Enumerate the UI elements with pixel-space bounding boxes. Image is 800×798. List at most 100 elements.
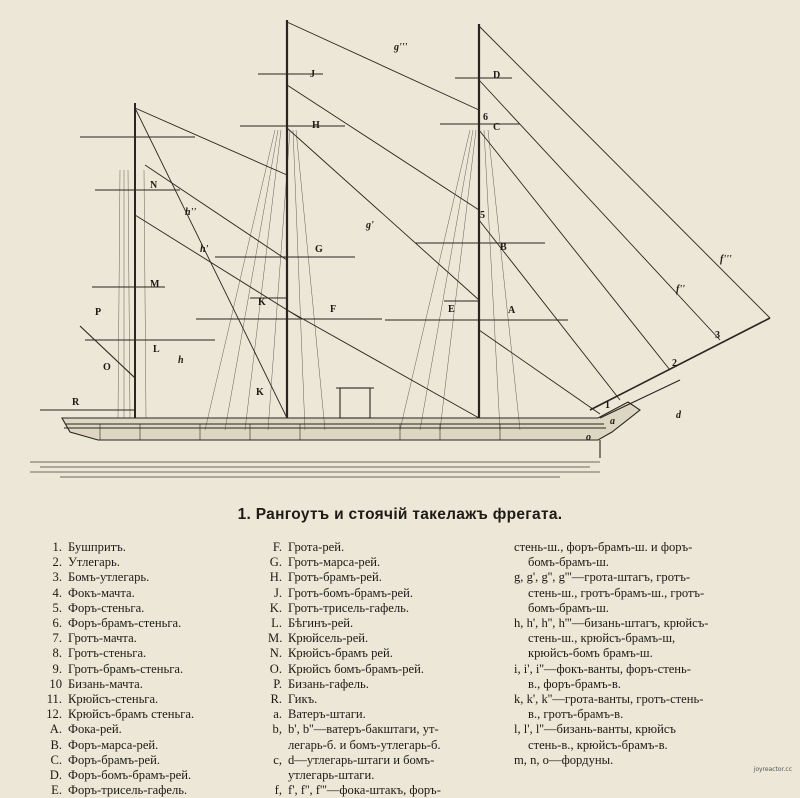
legend-text: Гротъ-брамъ-стеньга. <box>68 661 184 676</box>
legend-item: 12. Крюйсъ-брамъ стеньга. <box>34 707 264 722</box>
legend-text-continuation: легарь-б. и бомъ-утлегарь-б. <box>288 737 441 752</box>
fig-label-P: P <box>95 307 101 318</box>
legend-item: R. Гикъ. <box>268 692 523 707</box>
legend-text: d—утлегарь-штаги и бомъ- <box>288 752 435 767</box>
legend-key: 4. <box>52 585 62 600</box>
legend-text: Крюйсъ бомъ-брамъ-рей. <box>288 661 424 676</box>
legend-text: Бизань-гафель. <box>288 676 369 691</box>
legend-item: B. Форъ-марса-рей. <box>34 738 264 753</box>
legend-key: J. <box>273 585 282 600</box>
fig-label-B: B <box>500 242 507 253</box>
legend-column-3: стень-ш., форъ-брамъ-ш. и форъ-бомъ-брам… <box>514 540 786 768</box>
legend-key: 1. <box>52 540 62 554</box>
legend-item: H.Гротъ-брамъ-рей. <box>268 570 523 585</box>
legend-text: стень-ш., форъ-брамъ-ш. и форъ- <box>514 540 693 554</box>
legend-text: Форъ-трисель-гафель. <box>68 783 188 798</box>
legend-text: Гротъ-марса-рей. <box>288 555 381 570</box>
fig-label-o: o <box>586 432 591 443</box>
legend-item: P.Бизань-гафель. <box>268 677 523 692</box>
ship-hull <box>61 317 771 458</box>
legend-item: i, i', i''—фокъ-ванты, форъ-стень- <box>514 662 786 677</box>
legend-item: 6.Форъ-брамъ-стеньга. <box>34 616 264 631</box>
fig-label-N: N <box>150 180 158 191</box>
legend-key: c, <box>273 752 282 767</box>
stays <box>134 21 771 419</box>
fig-label-5: 5 <box>480 210 485 221</box>
fig-label-1: 1 <box>605 400 610 411</box>
fig-label-F: F <box>330 304 336 315</box>
legend-column-2: F. Грота-рей. G. Гротъ-марса-рей.H.Гротъ-бр… <box>268 540 523 798</box>
legend-key: C. <box>50 752 62 767</box>
legend-text: Бѣгинъ-рей. <box>288 616 354 631</box>
legend-key: b, <box>272 722 282 737</box>
legend-key: f, <box>274 783 282 798</box>
legend-key: R. <box>270 692 282 707</box>
legend-key: a. <box>273 707 282 722</box>
legend-text: h, h', h'', h'''—бизань-штагъ, крюйсъ- <box>514 616 709 631</box>
fig-label-f3: f''' <box>720 254 732 265</box>
fig-label-6: 6 <box>483 112 488 123</box>
legend-item: 4.Фокъ-мачта. <box>34 586 264 601</box>
main-mast <box>196 20 382 431</box>
legend-key: H. <box>269 570 282 585</box>
legend-text: i, i', i''—фокъ-ванты, форъ-стень- <box>514 661 691 676</box>
legend-key: N. <box>269 646 282 661</box>
legend-text: Форъ-марса-рей. <box>68 737 159 752</box>
legend-key: 5. <box>52 600 62 615</box>
fig-label-L: L <box>153 344 160 355</box>
legend-item: C.Форъ-брамъ-рей. <box>34 753 264 768</box>
legend-key: F. <box>272 540 282 554</box>
legend-key: M. <box>268 631 283 646</box>
legend-item: G. Гротъ-марса-рей. <box>268 555 523 570</box>
legend-text: m, n, o—фордуны. <box>514 752 614 767</box>
legend-text: Гротъ-трисель-гафель. <box>288 600 410 615</box>
legend-text: Фока-рей. <box>68 722 122 737</box>
legend-item: 5.Форъ-стеньга. <box>34 601 264 616</box>
legend-key: 10 <box>49 676 62 691</box>
legend-key: B. <box>50 737 62 752</box>
legend-text: Гротъ-стеньга. <box>68 646 147 661</box>
fore-mast <box>385 24 568 431</box>
fig-label-K: K <box>258 297 266 308</box>
mizzen-mast <box>40 103 215 419</box>
fig-label-J: J <box>310 69 315 80</box>
legend-key: G. <box>269 555 282 570</box>
fig-label-H: H <box>312 120 320 131</box>
legend-key: L. <box>271 616 282 631</box>
legend-key: 6. <box>52 616 62 631</box>
legend-text: Гикъ. <box>288 692 318 707</box>
fig-label-A: A <box>508 305 516 316</box>
legend-item: стень-ш., форъ-брамъ-ш. и форъ- <box>514 540 786 555</box>
figure-caption: 1. Рангоутъ и стоячій такелажъ фрегата. <box>237 506 563 523</box>
fig-label-f2: f'' <box>676 284 685 295</box>
fig-label-d: d <box>676 410 682 421</box>
legend-item: E.Форъ-трисель-гафель. <box>34 783 264 798</box>
legend-text-continuation: в., гротъ-брамъ-в. <box>528 707 624 722</box>
fig-label-3: 3 <box>715 330 720 341</box>
water-lines <box>30 461 600 478</box>
legend-text: f', f'', f'''—фока-штакъ, форъ- <box>288 783 441 798</box>
legend-item: M.Крюйсель-рей. <box>268 631 523 646</box>
legend-text: Крюйсъ-брамъ стеньга. <box>68 707 195 722</box>
legend-text: Крюйсъ-стеньга. <box>68 692 159 707</box>
legend-item: 1. Бушпритъ. <box>34 540 264 555</box>
legend-text-continuation: стень-в., крюйсъ-брамъ-в. <box>528 737 668 752</box>
legend-text: Ватеръ-штаги. <box>288 707 366 722</box>
legend-column-1: 1.Бушпритъ.2.Утлегарь.3.Бомъ-утлегарь.4.… <box>34 540 264 798</box>
legend-text: Бушпритъ. <box>68 540 126 554</box>
legend-key: 12. <box>46 707 62 722</box>
legend-item: O. Крюйсъ бомъ-брамъ-рей. <box>268 662 523 677</box>
legend-text-continuation: крюйсъ-бомъ брамъ-ш. <box>528 646 653 661</box>
legend-item: h, h', h'', h'''—бизань-штагъ, крюйсъ- <box>514 616 786 631</box>
legend-item: 7.Гротъ-мачта. <box>34 631 264 646</box>
legend-key: O. <box>269 661 282 676</box>
legend-text: b', b''—ватеръ-бакштаги, ут- <box>288 722 439 737</box>
legend-text: k, k', k''—грота-ванты, гротъ-стень- <box>514 692 704 707</box>
legend-item: N.Крюйсъ-брамъ рей. <box>268 646 523 661</box>
legend-item: g, g', g'', g'''—грота-штагъ, гротъ- <box>514 570 786 585</box>
legend-item: b, b', b''—ватеръ-бакштаги, ут- <box>268 722 523 737</box>
fig-label-h1: h' <box>200 244 209 255</box>
legend-text: Грота-рей. <box>288 540 345 554</box>
legend-item: k, k', k''—грота-ванты, гротъ-стень- <box>514 692 786 707</box>
